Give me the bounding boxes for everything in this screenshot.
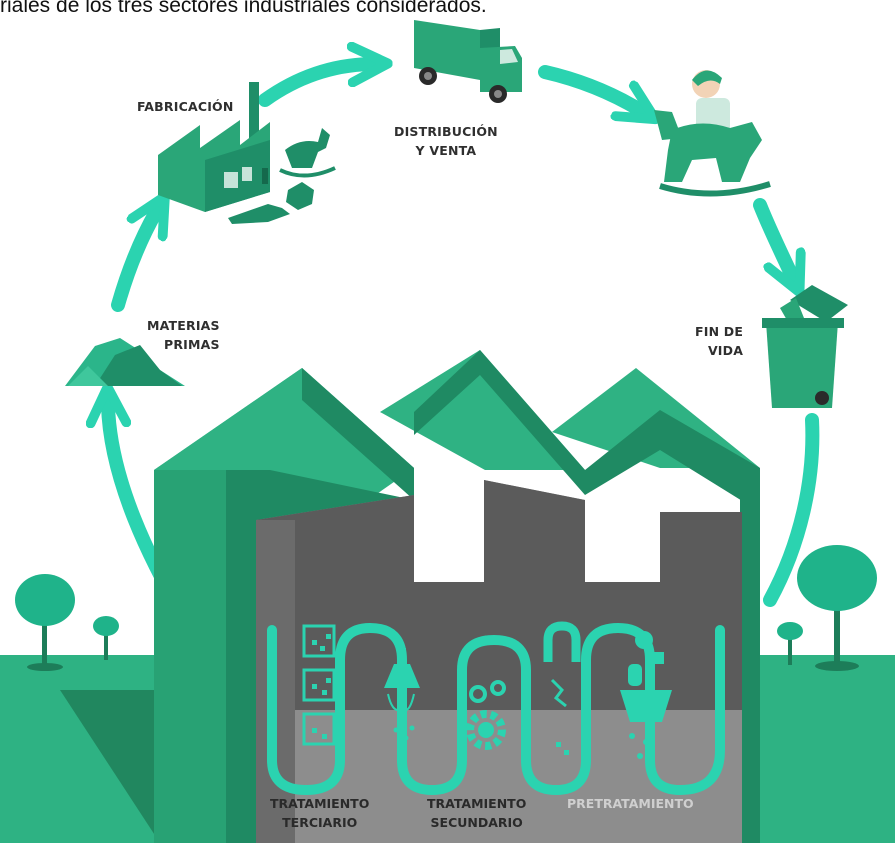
- truck-icon: [414, 20, 522, 103]
- shoe-icon: [228, 204, 290, 224]
- cycle-arrows: [108, 64, 820, 627]
- factory-interior: [256, 480, 742, 843]
- arrow-to-consumo: [538, 65, 640, 110]
- magnet-icon: [543, 621, 581, 755]
- stage-label-fin-de-vida: FIN DE VIDA: [695, 324, 744, 359]
- factory-icon: [158, 82, 270, 212]
- rocking-horse-small-icon: [279, 128, 336, 178]
- tree-left-large: [15, 574, 75, 671]
- arrow-to-factory: [763, 413, 820, 607]
- tertiary-treatment-icon: [302, 624, 336, 746]
- stage-label-materias-primas: MATERIAS PRIMAS: [147, 318, 220, 353]
- label-tratamiento-terciario: TRATAMIENTO TERCIARIO: [270, 796, 370, 831]
- label-pretratamiento: PRETRATAMIENTO: [567, 796, 694, 811]
- arrow-to-fabricacion: [111, 212, 156, 312]
- treatment-pipe: [267, 622, 725, 796]
- child-rocking-horse-icon: [654, 70, 771, 197]
- arrow-to-distribucion: [258, 64, 370, 107]
- sieve-basket-icon: [620, 631, 672, 759]
- raw-materials-pile-icon: [65, 338, 185, 386]
- tree-left-small: [93, 616, 119, 660]
- recycling-bin-icon: [762, 285, 848, 408]
- fabric-icon: [286, 182, 314, 210]
- arrow-to-fin-vida: [753, 198, 792, 276]
- stage-label-fabricacion: FABRICACIÓN: [137, 99, 234, 114]
- tree-right-large: [797, 545, 877, 671]
- label-tratamiento-secundario: TRATAMIENTO SECUNDARIO: [427, 796, 527, 831]
- uv-lamp-icon: [384, 648, 420, 741]
- caption-text: riales de los tres sectores industriales…: [0, 0, 487, 17]
- tree-right-small: [777, 622, 803, 665]
- tertiary-particles: [312, 634, 331, 739]
- gears-icon: [466, 680, 506, 750]
- stage-label-distribucion: DISTRIBUCIÓN Y VENTA: [394, 124, 498, 159]
